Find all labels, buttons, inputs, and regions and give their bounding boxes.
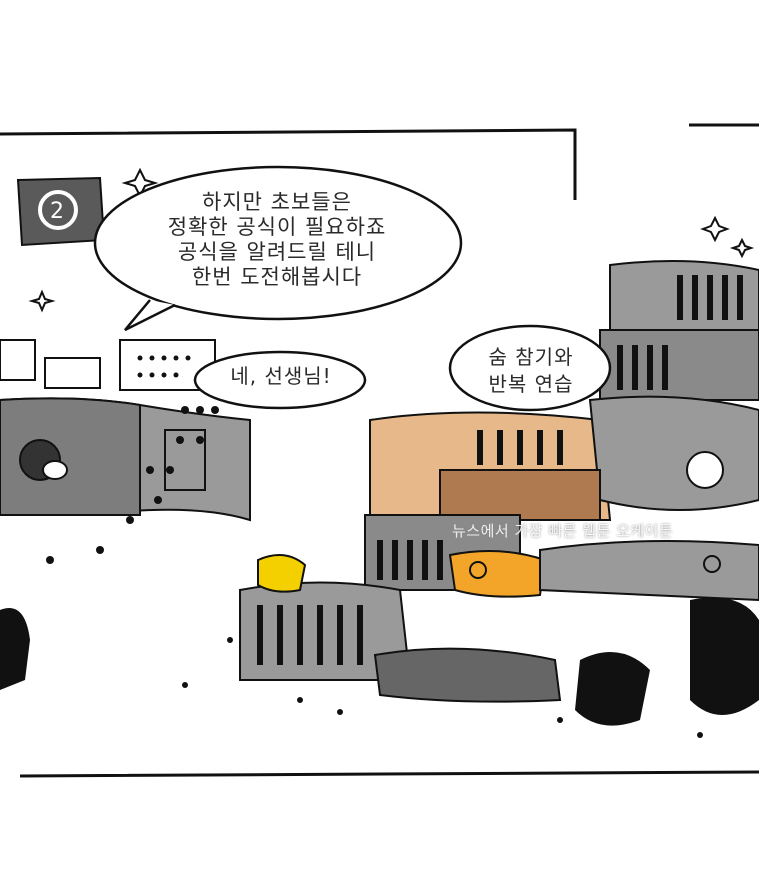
step-number-badge: 2 xyxy=(16,176,106,247)
hatch-pattern xyxy=(257,275,743,665)
reply-speech-bubble xyxy=(193,350,367,410)
dotted-pattern xyxy=(46,355,219,564)
svg-text:2: 2 xyxy=(50,199,64,224)
main-speech-line: 정확한 공식이 필요하죠 xyxy=(167,215,387,239)
scattered-dots xyxy=(182,637,703,738)
watermark-text: 뉴스에서 가장 빠른 웹툰 오케이툰 xyxy=(452,522,674,540)
right-speech-text: 숨 참기와 반복 연습 xyxy=(456,344,606,398)
background-sketch-left xyxy=(0,339,251,522)
right-speech-bubble xyxy=(448,324,612,412)
panel-border xyxy=(0,123,759,778)
right-speech-line: 숨 참기와 xyxy=(488,345,574,369)
main-speech-line: 하지만 초보들은 xyxy=(202,190,352,214)
main-speech-text: 하지만 초보들은 정확한 공식이 필요하죠 공식을 알려드릴 테니 한번 도전해… xyxy=(112,190,442,290)
main-speech-line: 한번 도전해봅시다 xyxy=(191,265,363,289)
main-speech-bubble xyxy=(93,165,463,321)
reply-speech-text: 네, 선생님! xyxy=(230,364,332,388)
main-speech-line: 공식을 알려드릴 테니 xyxy=(177,240,377,264)
right-speech-line: 반복 연습 xyxy=(488,372,574,396)
